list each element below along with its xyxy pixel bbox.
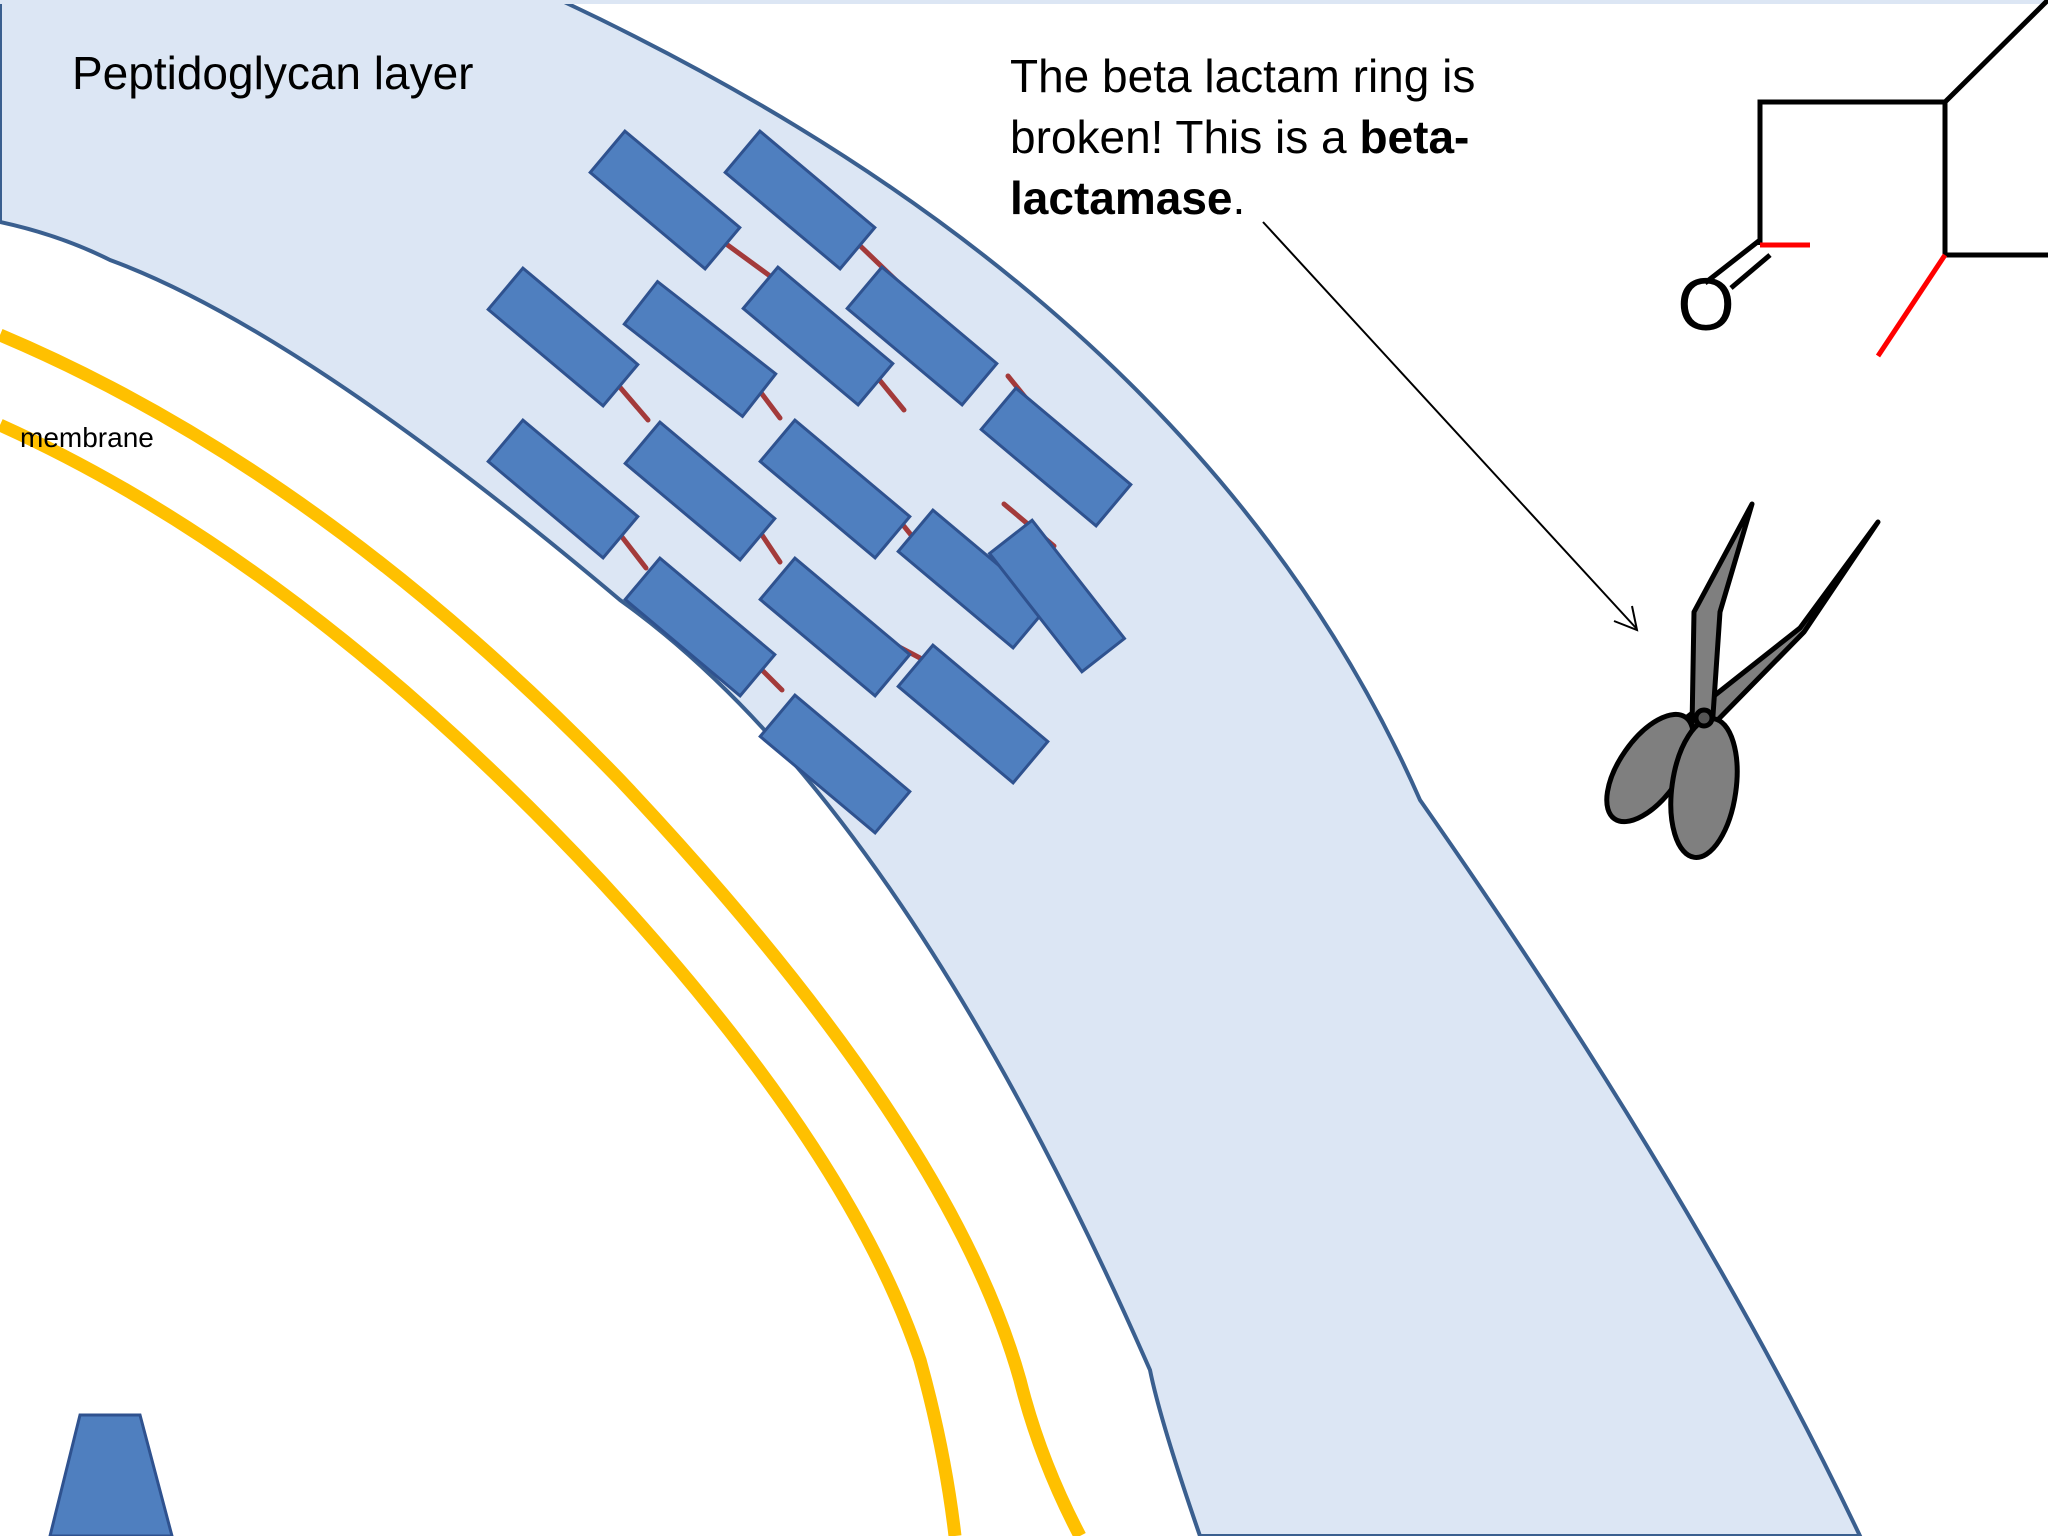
glycan-block [758,417,912,561]
glycan-block [588,128,742,272]
carbonyl-bond [1703,238,1762,285]
arrow-icon [1262,221,1639,632]
caption-text: The beta lactam ring is broken! This is … [1010,50,1476,163]
membrane-protein [48,1413,174,1536]
glycan-block [623,419,777,563]
glycan-block [486,417,640,561]
glycan-block [845,264,999,408]
scissors-icon [1604,501,1881,860]
glycan-block [896,507,1050,651]
beta-lactam-ring [1757,99,2048,258]
peptidoglycan-layer [0,0,1863,1536]
glycan-block [758,555,912,699]
membrane-line-outer [0,329,1086,1536]
peptidoglycan-layer-label: Peptidoglycan layer [72,47,474,99]
glycan-block [622,279,778,419]
broken-bond-2 [1875,253,1948,358]
glycan-strands [486,128,1133,836]
glycan-block [723,128,877,272]
glycan-block [987,518,1127,674]
oxygen-atom: O [1677,263,1735,346]
glycan-block [979,385,1133,529]
glycan-block [896,642,1050,786]
glycan-block [758,692,912,836]
caption-end: . [1232,172,1246,224]
beta-lactamase-caption: The beta lactam ring is broken! This is … [1010,46,1530,229]
glycan-block [623,555,777,699]
glycan-block [741,264,895,408]
beta-lactam-molecule: O [1677,0,2048,358]
membrane-label: membrane [20,422,154,453]
caption-bold-term: beta-lactamase [1010,111,1470,224]
glycan-block [486,265,640,409]
membrane-line-inner [0,419,962,1536]
